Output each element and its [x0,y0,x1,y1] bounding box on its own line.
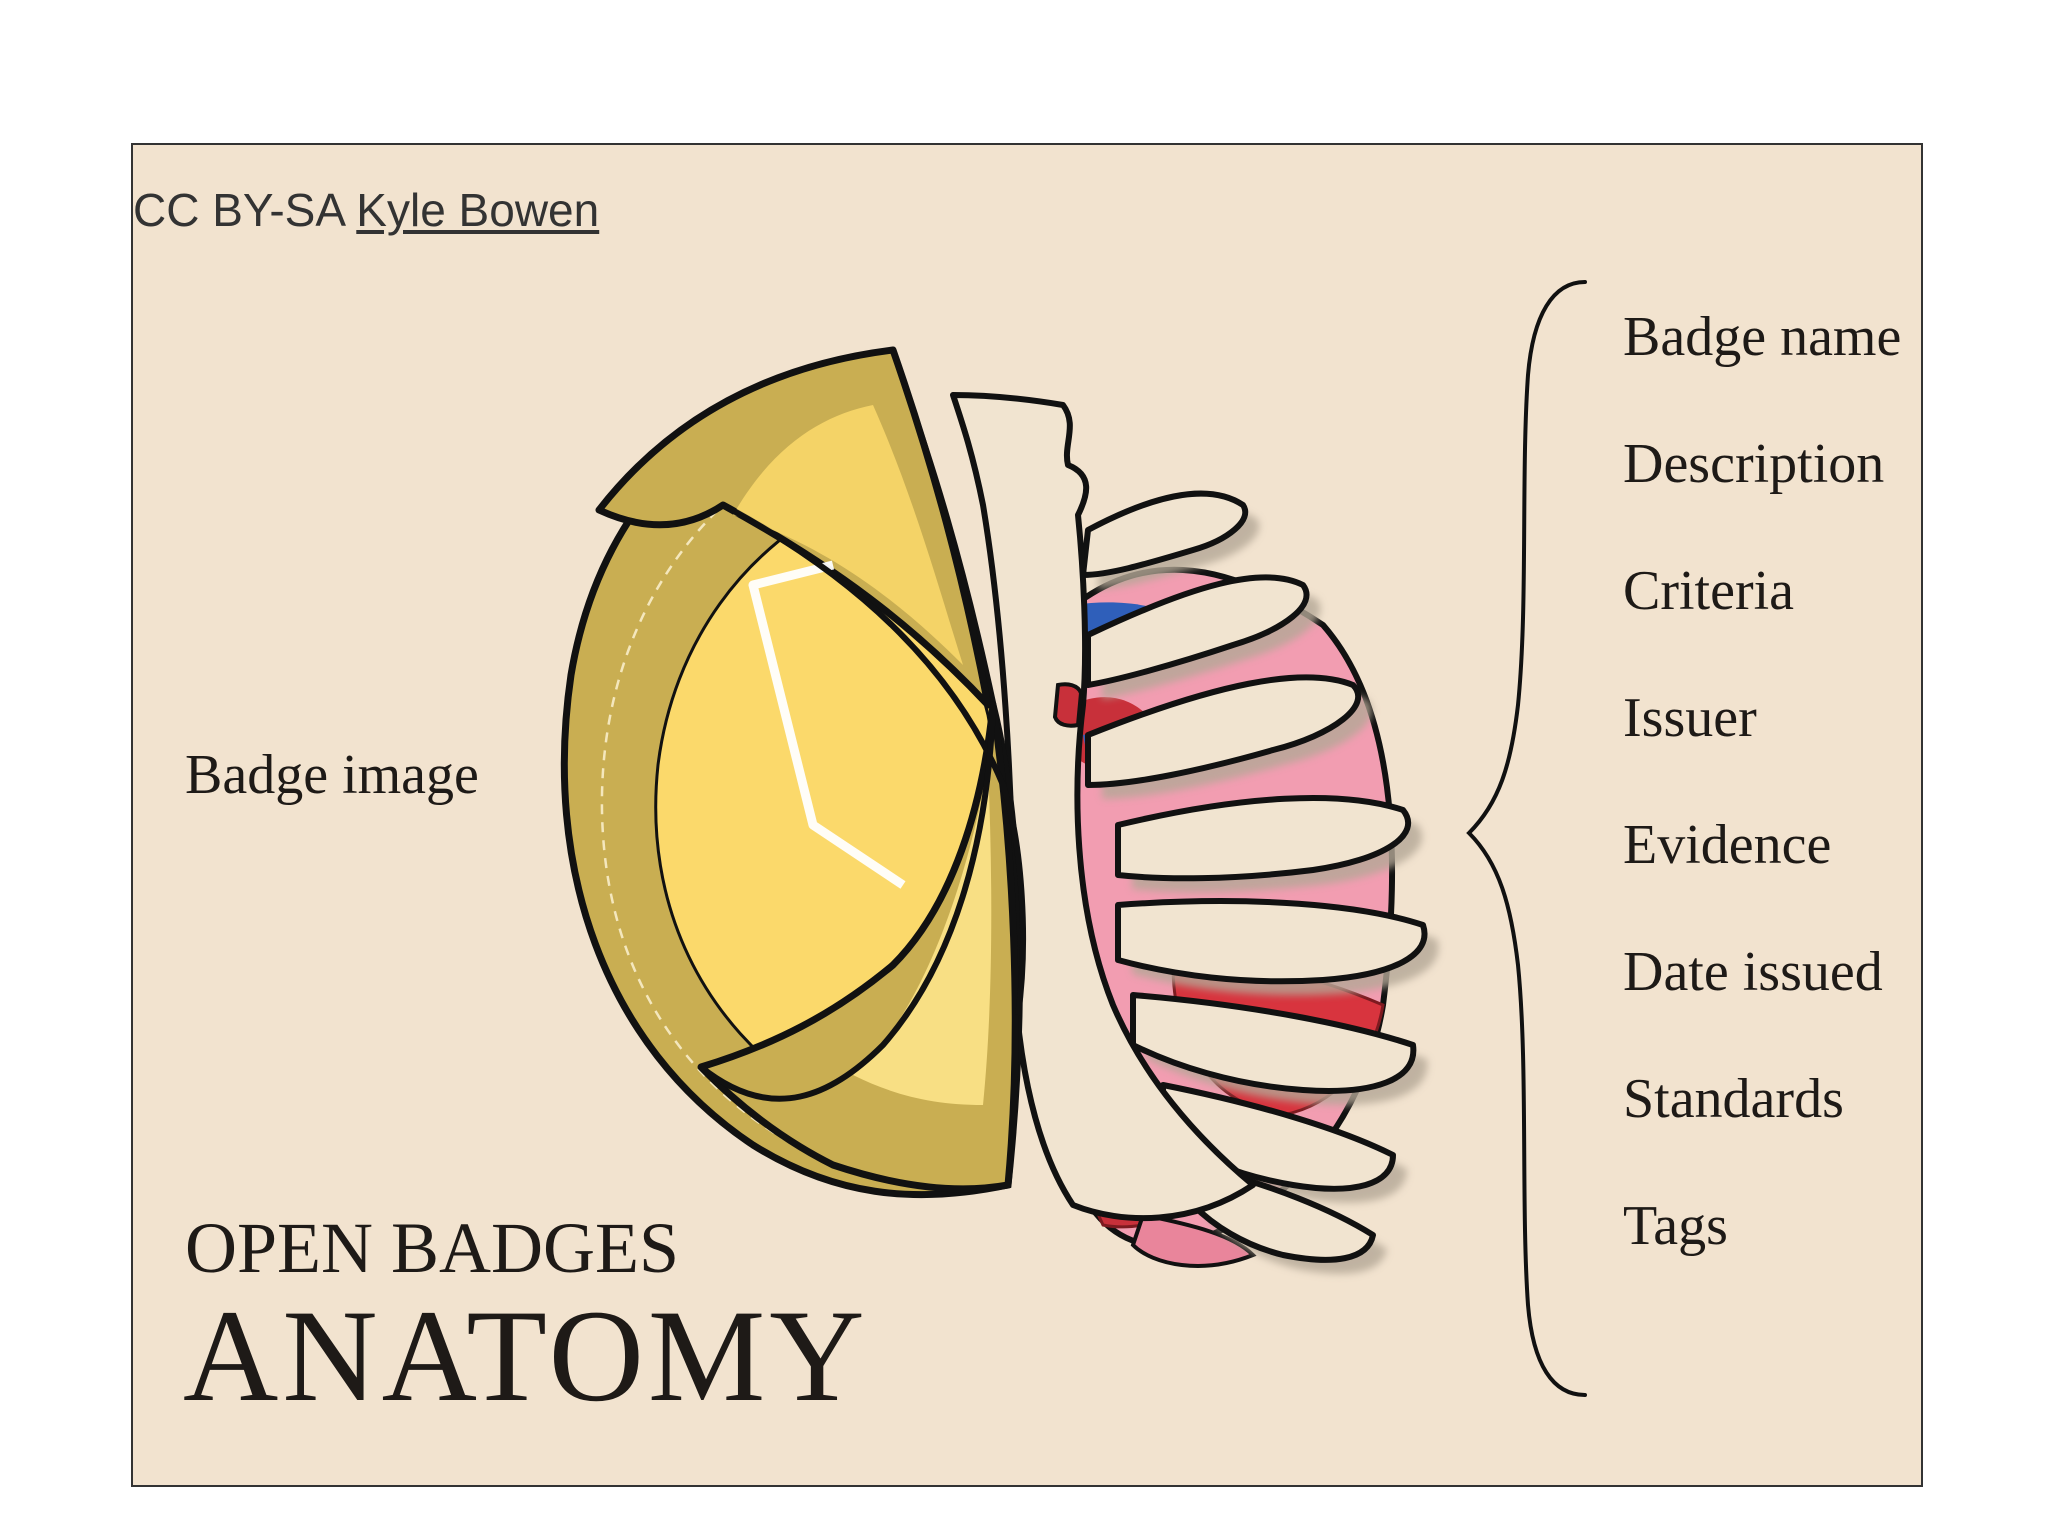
part-label-badge-name: Badge name [1623,306,1901,368]
title-line-1: OPEN BADGES [185,1208,679,1288]
part-label-tags: Tags [1623,1195,1728,1257]
bracket-icon [1466,280,1587,1397]
part-label-issuer: Issuer [1623,687,1757,749]
part-label-description: Description [1623,433,1884,495]
part-label-evidence: Evidence [1623,814,1831,876]
ribcage [950,392,1439,1274]
badge-anatomy-diagram: Badge name Description Criteria Issuer E… [183,280,1901,1429]
diagram-frame: CC BY-SA Kyle Bowen [131,143,1923,1487]
part-label-standards: Standards [1623,1068,1844,1130]
part-label-date-issued: Date issued [1623,941,1883,1003]
author-link[interactable]: Kyle Bowen [356,184,600,236]
title-line-2: ANATOMY [183,1282,869,1429]
badge-image-medallion [560,346,1026,1199]
part-label-criteria: Criteria [1623,560,1794,622]
badge-image-label: Badge image [185,744,479,806]
license-label: CC BY-SA [133,184,344,236]
attribution: CC BY-SA Kyle Bowen [133,183,599,237]
